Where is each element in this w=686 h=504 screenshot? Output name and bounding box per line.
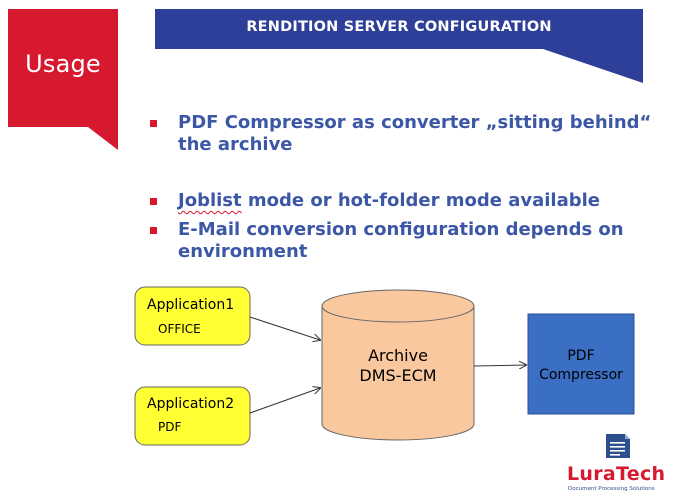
arrow-app2-to-archive bbox=[249, 388, 320, 414]
application1-title: Application1 bbox=[147, 297, 235, 313]
application2-subtitle: PDF bbox=[158, 420, 182, 434]
bullet-item: PDF Compressor as converter „sitting beh… bbox=[150, 112, 670, 156]
bullet-text: E-Mail conversion configuration depends … bbox=[178, 219, 624, 262]
arrow-archive-to-compressor bbox=[473, 365, 526, 366]
bullet-item: Joblist mode or hot-folder mode availabl… bbox=[150, 190, 670, 212]
spellcheck-underlined-word: Joblist bbox=[178, 190, 242, 211]
archive-cylinder bbox=[321, 289, 475, 441]
archive-label-line1: Archive bbox=[368, 346, 428, 365]
bullet-text-rest: mode or hot-folder mode available bbox=[241, 190, 600, 211]
bullet-item: E-Mail conversion configuration depends … bbox=[150, 219, 670, 263]
bullet-text: PDF Compressor as converter „sitting beh… bbox=[178, 112, 652, 155]
application1-subtitle: OFFICE bbox=[158, 322, 201, 336]
arrow-app1-to-archive bbox=[249, 316, 320, 340]
application1-box bbox=[134, 286, 251, 346]
usage-tag bbox=[8, 9, 118, 150]
luratech-logo-text: LuraTech bbox=[567, 463, 666, 485]
application2-box bbox=[134, 386, 251, 446]
usage-tag-shape bbox=[8, 9, 118, 150]
bullet-marker bbox=[150, 120, 157, 127]
header-banner-shape bbox=[155, 9, 643, 83]
luratech-logo-icon bbox=[606, 434, 630, 458]
application2-title: Application2 bbox=[147, 396, 235, 412]
bullet-marker bbox=[150, 227, 157, 234]
pdf-compressor-box bbox=[527, 313, 635, 415]
archive-label-line2: DMS-ECM bbox=[359, 366, 437, 385]
bullet-text: Joblist mode or hot-folder mode availabl… bbox=[178, 190, 670, 212]
page-title: RENDITION SERVER CONFIGURATION bbox=[246, 19, 552, 35]
usage-label: Usage bbox=[25, 50, 101, 78]
compressor-label-line1: PDF bbox=[567, 348, 595, 364]
bullet-marker bbox=[150, 198, 157, 205]
compressor-label-line2: Compressor bbox=[539, 367, 623, 383]
luratech-logo-tagline: Document Processing Solutions bbox=[568, 486, 655, 492]
header-banner bbox=[155, 9, 643, 83]
